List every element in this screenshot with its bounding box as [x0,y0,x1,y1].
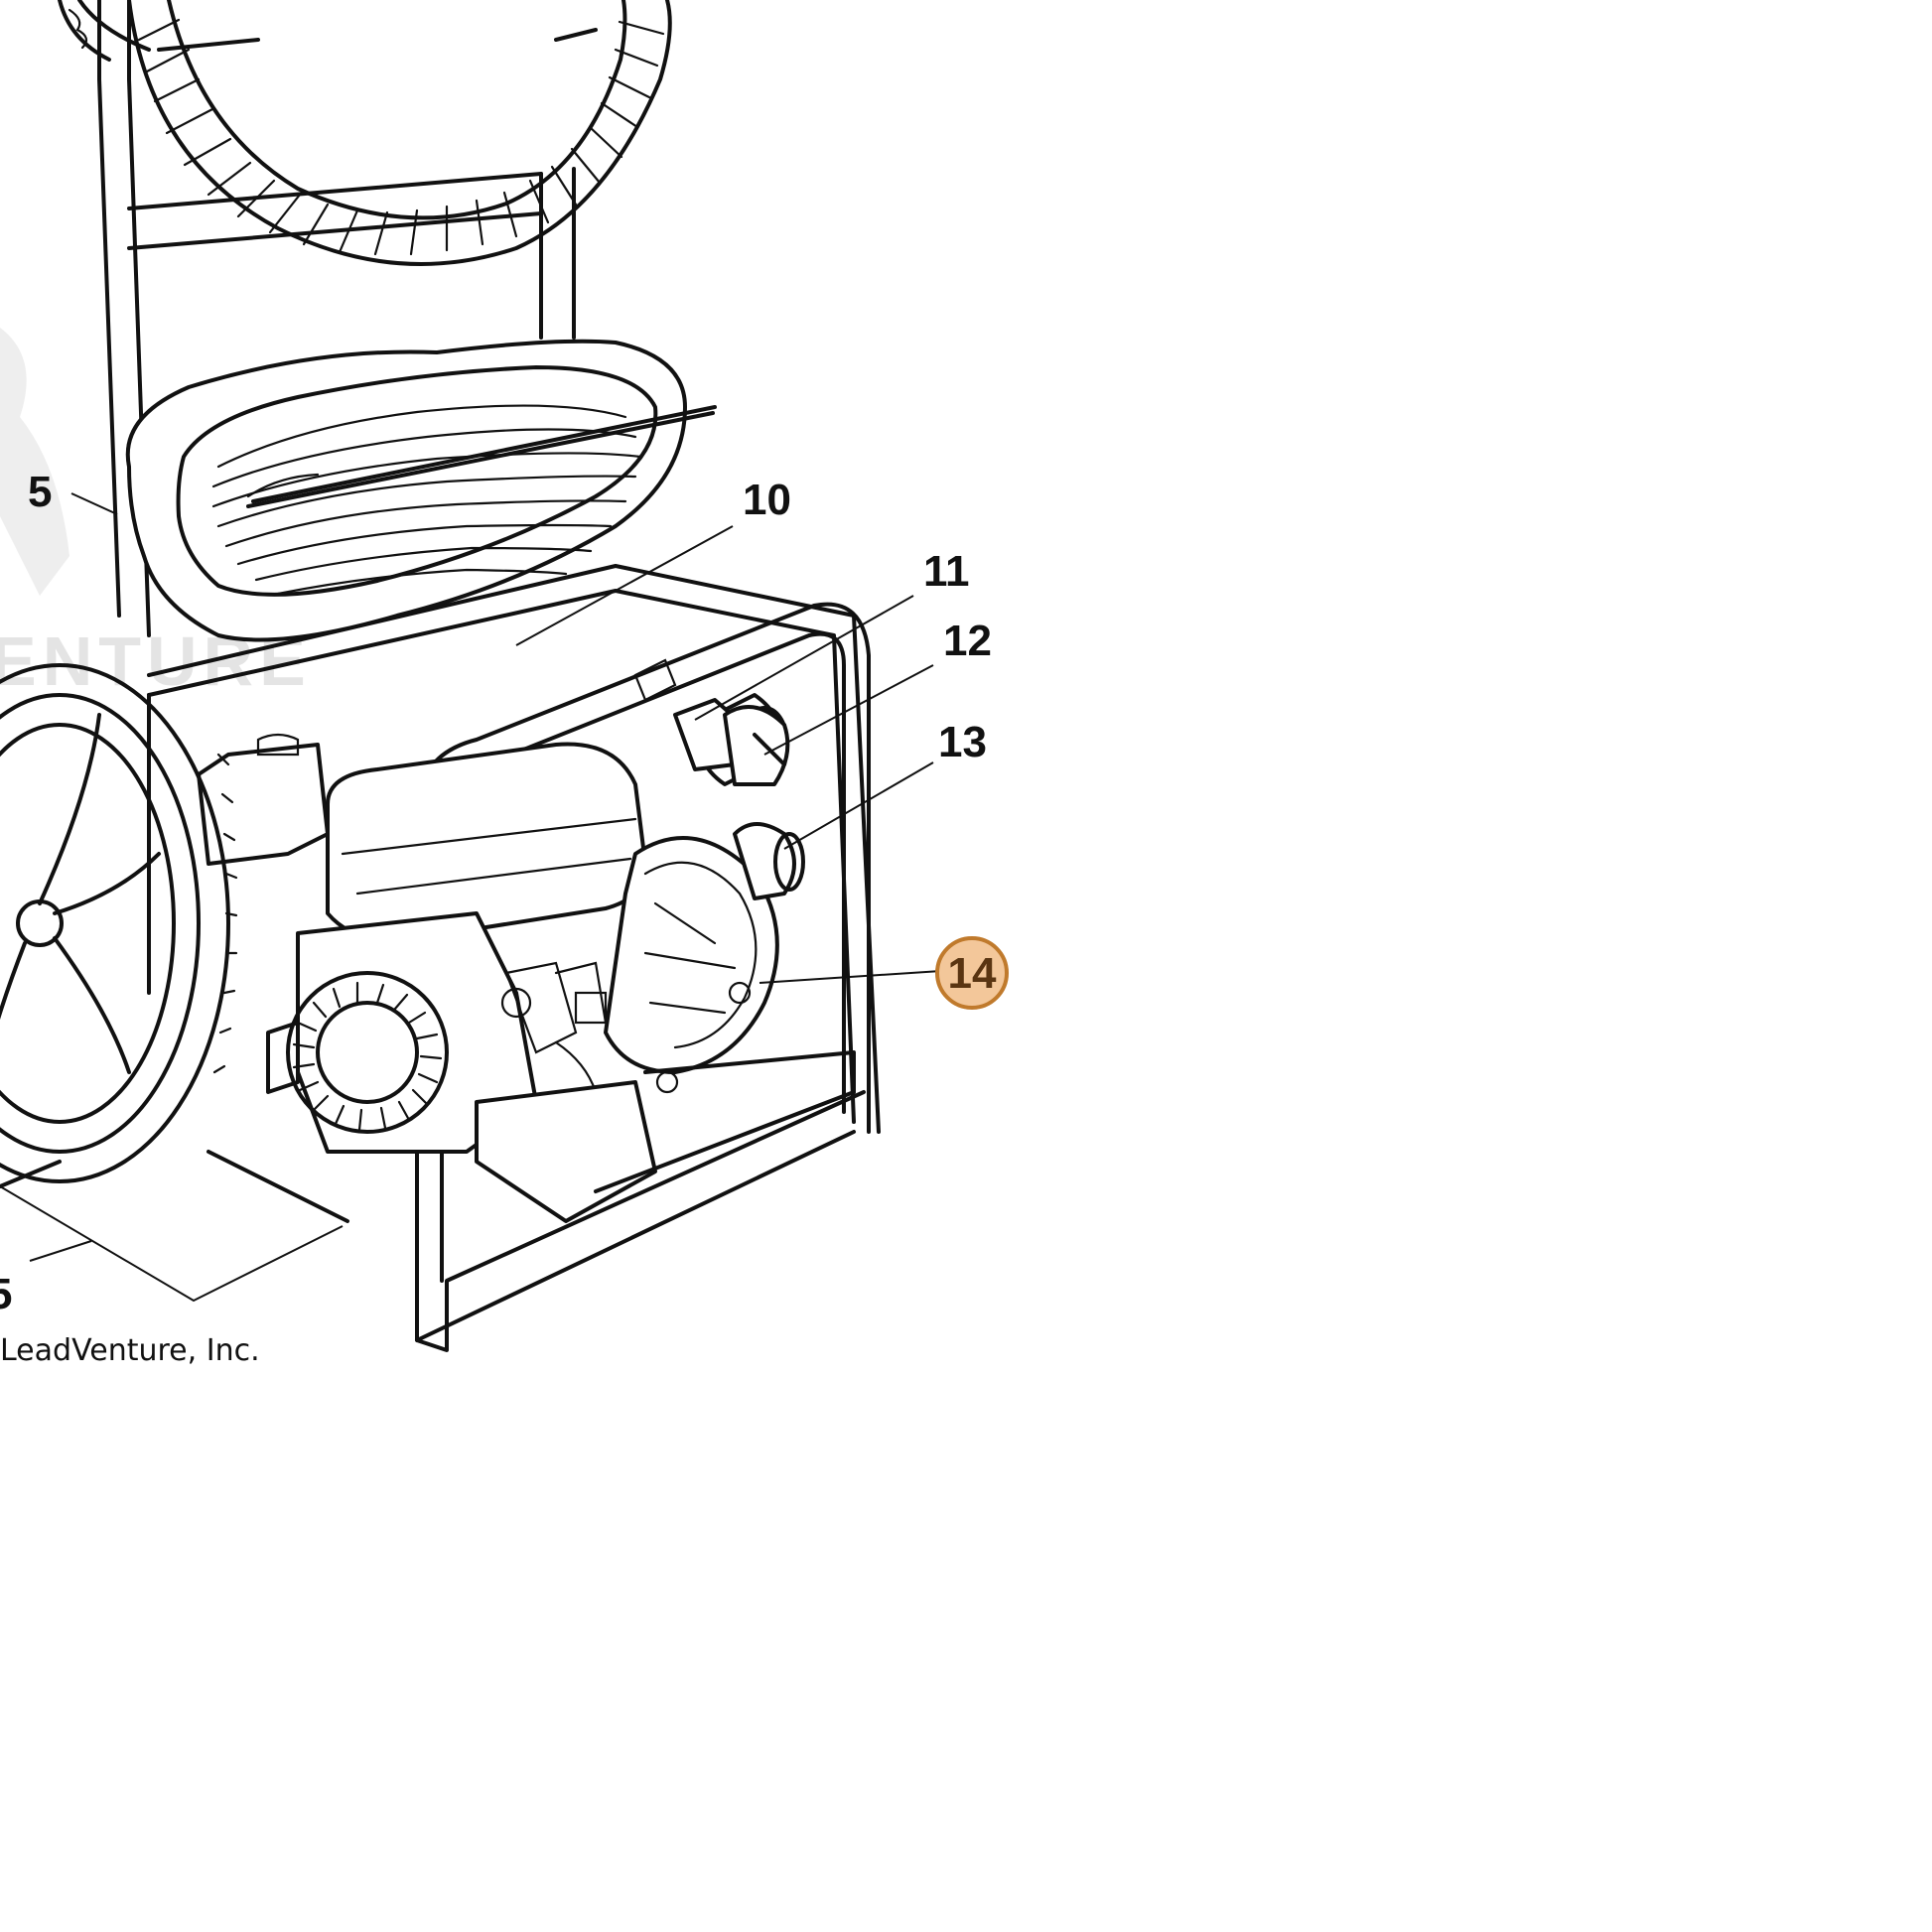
highlight-circle [935,936,1009,1010]
leader-lines [0,492,942,1303]
cart-wheel [0,663,238,1183]
callout-5-lower[interactable]: 5 [0,1270,12,1318]
watermark-logo-icon [0,328,69,596]
copyright-text: LeadVenture, Inc. [0,1333,260,1368]
callouts: 5 10 11 12 13 14 5 [0,468,1009,1318]
callout-10[interactable]: 10 [743,476,791,524]
suction-hose-coil [58,0,672,266]
callout-13[interactable]: 13 [938,718,987,766]
callout-14[interactable]: 14 [948,949,997,998]
callout-5-upper[interactable]: 5 [28,468,52,516]
watermark: ENTURE [0,328,306,700]
callout-14-highlight[interactable]: 14 [935,936,1009,1010]
pump-engine-assembly [197,658,856,1223]
base-skid [0,1021,349,1223]
discharge-hose-coil [125,339,717,642]
callout-11[interactable]: 11 [923,547,970,596]
callout-12[interactable]: 12 [943,617,992,665]
